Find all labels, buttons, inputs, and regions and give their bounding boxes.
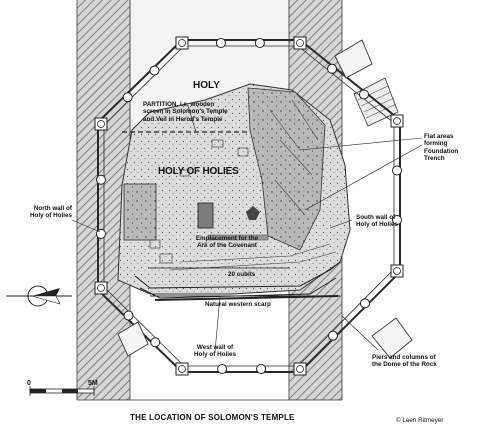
pier-ring <box>296 365 304 373</box>
cubits-label: 20 cubits <box>228 271 256 278</box>
pier <box>293 362 307 376</box>
column <box>122 92 133 103</box>
pier <box>175 36 189 50</box>
leader-partition <box>187 105 197 133</box>
column <box>392 165 402 176</box>
column <box>150 337 161 348</box>
scale-bar <box>29 386 95 396</box>
leader-piers <box>341 315 379 351</box>
south-wall-label: South wall of Holy of Holies <box>356 214 398 229</box>
pier <box>175 362 189 376</box>
emplacement-label: Emplacement for the Ark of the Covenant <box>195 235 259 250</box>
scale-end-label: 5M <box>88 380 98 387</box>
leader-south-wall <box>329 219 353 229</box>
pier <box>390 264 404 278</box>
leader-north-wall <box>71 219 101 233</box>
column <box>149 65 160 76</box>
pier <box>94 117 108 131</box>
pier-ring <box>97 284 105 292</box>
column <box>215 38 226 48</box>
pier-ring <box>178 365 186 373</box>
north-wall-block <box>123 183 157 241</box>
column <box>254 38 265 48</box>
pier-ring <box>393 117 401 125</box>
cave-opening <box>246 206 260 220</box>
piers-group <box>94 36 404 376</box>
column <box>123 310 134 321</box>
pier <box>94 281 108 295</box>
scarp-label: Natural western scarp <box>205 301 271 308</box>
pier-ring <box>178 39 186 47</box>
pier-ring <box>393 267 401 275</box>
column <box>96 174 106 185</box>
scale-start-label: 0 <box>27 380 31 387</box>
leader-flat-areas <box>299 137 423 211</box>
credit: © Leen Ritmeyer <box>396 417 444 424</box>
compass-icon <box>6 285 72 307</box>
column <box>96 228 106 239</box>
column <box>327 63 338 74</box>
pier <box>293 36 307 50</box>
flat-areas-label: Flat areas forming Foundation Trench <box>424 133 459 163</box>
partition-label: PARTITION, i.e. wooden screen in Solomon… <box>143 101 228 123</box>
column <box>256 364 267 374</box>
column <box>392 215 402 225</box>
column <box>327 330 338 341</box>
pier <box>390 114 404 128</box>
leader-west-wall <box>214 295 221 353</box>
holy-label: HOLY <box>193 80 220 91</box>
ark-emplacement <box>197 202 214 229</box>
pier-ring <box>296 39 304 47</box>
piers-label: Piers and columns of the Dome of the Roc… <box>372 354 437 369</box>
caption: THE LOCATION OF SOLOMON'S TEMPLE <box>130 413 295 422</box>
pier-ring <box>97 120 105 128</box>
north-wall-label: North wall of Holy of Holies <box>30 205 72 220</box>
column <box>359 298 370 309</box>
column <box>359 89 370 100</box>
west-wall-label: West wall of Holy of Holies <box>194 344 236 359</box>
column <box>217 364 228 374</box>
holy-of-holies-label: HOLY OF HOLIES <box>158 166 239 177</box>
